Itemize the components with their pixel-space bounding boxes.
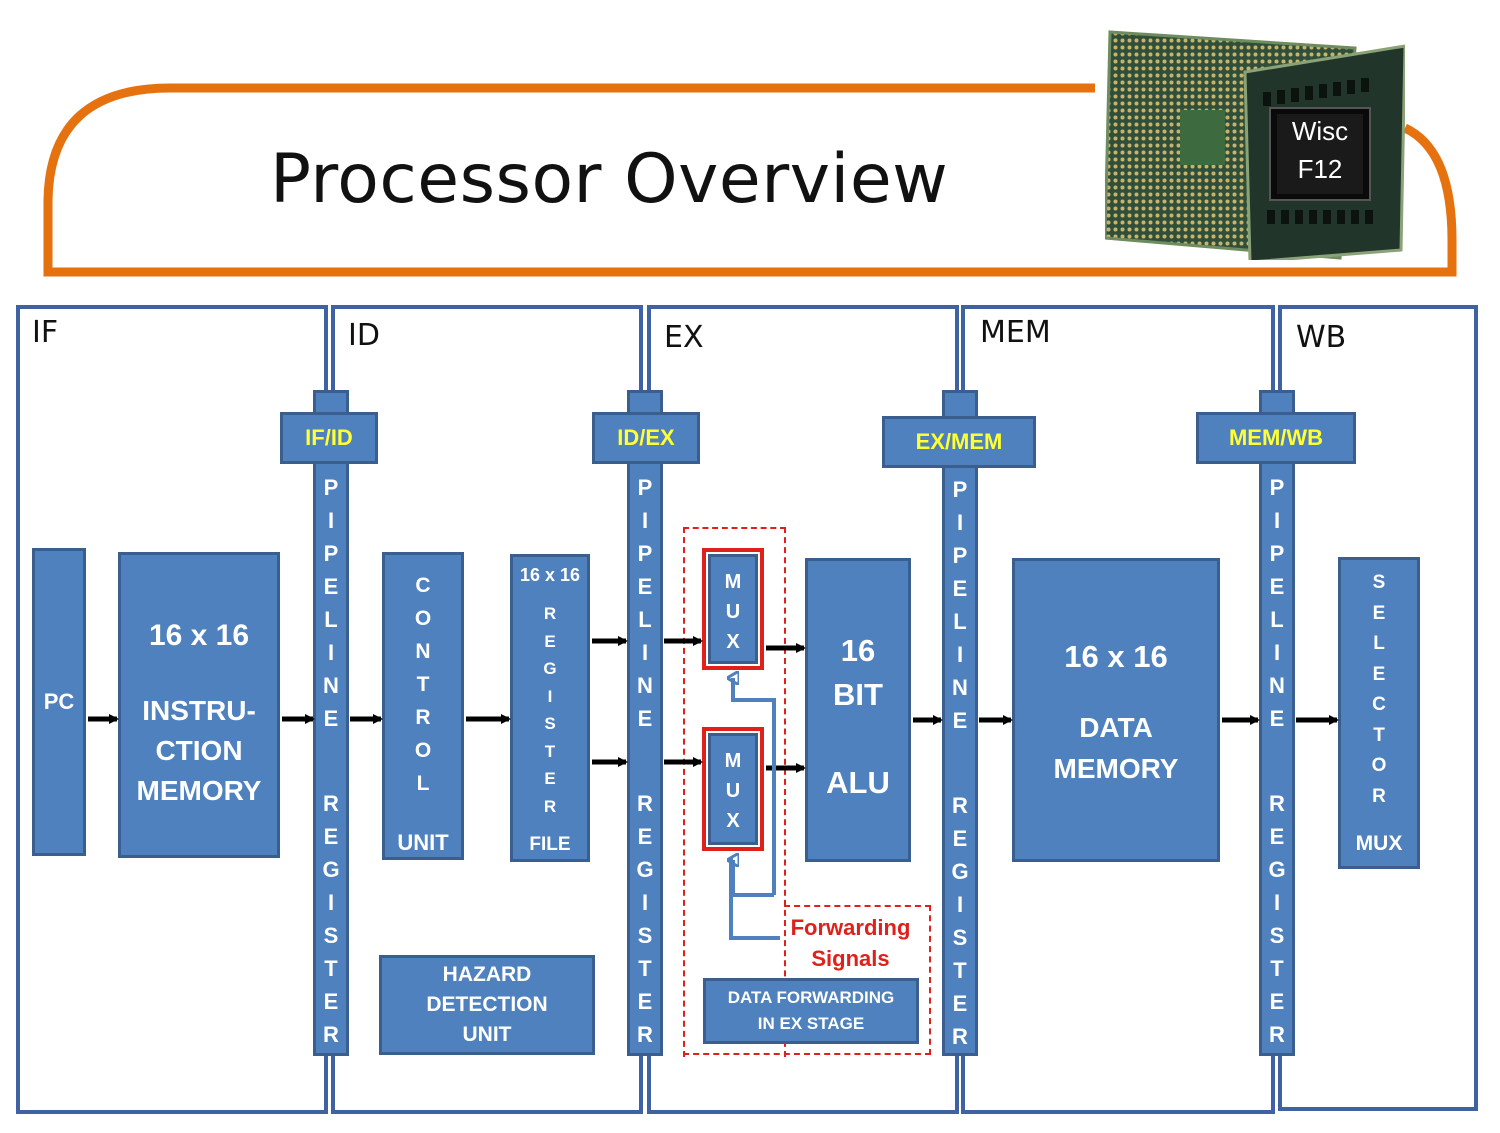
register-word: R E G I S T E R bbox=[1268, 791, 1286, 1047]
page-title: Processor Overview bbox=[270, 140, 949, 219]
header-frame-line bbox=[43, 83, 1457, 277]
alu-block: 16 BIT ALU bbox=[805, 558, 911, 862]
mux-a-highlight bbox=[702, 548, 764, 670]
pipeline-register-if-id: P I P E L I N E R E G I S T E R bbox=[313, 390, 349, 1056]
stage-label-wb: WB bbox=[1296, 320, 1347, 355]
data-memory-label: DATA MEMORY bbox=[1053, 712, 1179, 784]
control-unit-label: UNIT bbox=[397, 830, 449, 855]
chip-graphic bbox=[1103, 30, 1407, 264]
mux-b-block: M U X bbox=[708, 733, 758, 845]
forwarding-region-upper bbox=[683, 527, 786, 1057]
instruction-memory-label: INSTRU- CTION MEMORY bbox=[136, 695, 262, 806]
mux-b-highlight bbox=[702, 727, 764, 851]
forwarding-signals-label: Forwarding Signals bbox=[790, 915, 911, 971]
pipeline-register-id-ex: P I P E L I N E R E G I S T E R bbox=[627, 390, 663, 1056]
chip-image: Wisc F12 bbox=[1103, 30, 1407, 264]
stage-label-ex: EX bbox=[664, 320, 704, 355]
header-frame bbox=[43, 83, 1457, 277]
pipeline-tag-if-id: IF/ID bbox=[280, 412, 378, 464]
selector-word: S E L E C T O R bbox=[1371, 572, 1387, 807]
pipeline-register-ex-mem: P I P E L I N E R E G I S T E R bbox=[942, 390, 978, 1056]
pipeline-word: P I P E L I N E bbox=[952, 477, 968, 733]
forwarding-wire-main bbox=[729, 858, 780, 940]
data-memory-block: 16 x 16 DATA MEMORY bbox=[1012, 558, 1220, 862]
instruction-memory-block: 16 x 16 INSTRU- CTION MEMORY bbox=[118, 552, 280, 858]
stage-label-id: ID bbox=[348, 318, 380, 353]
pipeline-tag-ex-mem: EX/MEM bbox=[882, 416, 1036, 468]
data-memory-size: 16 x 16 bbox=[1064, 639, 1168, 674]
chip-label-line1: Wisc bbox=[1291, 116, 1349, 146]
selector-mux-label: MUX bbox=[1355, 832, 1403, 855]
pipeline-word: P I P E L I N E bbox=[637, 475, 653, 731]
register-file-word: R E G I S T E R bbox=[543, 604, 557, 816]
chip-label-line2: F12 bbox=[1297, 154, 1343, 184]
hazard-detection-unit: HAZARD DETECTION UNIT bbox=[379, 955, 595, 1055]
pipeline-tag-id-ex: ID/EX bbox=[592, 412, 700, 464]
stage-label-if: IF bbox=[32, 315, 59, 350]
register-word: R E G I S T E R bbox=[951, 793, 969, 1049]
data-forwarding-label: DATA FORWARDING IN EX STAGE bbox=[727, 988, 895, 1033]
register-file-size: 16 x 16 bbox=[519, 565, 581, 585]
register-word: R E G I S T E R bbox=[636, 791, 654, 1047]
forwarding-wire-b bbox=[733, 860, 774, 897]
alu-label: 16 BIT ALU bbox=[826, 633, 890, 800]
pipeline-tag-mem-wb: MEM/WB bbox=[1196, 412, 1356, 464]
stage-label-mem: MEM bbox=[980, 315, 1051, 350]
hazard-detection-label: HAZARD DETECTION UNIT bbox=[426, 963, 548, 1046]
control-unit-word: C O N T R O L bbox=[414, 574, 432, 795]
pipeline-register-mem-wb: P I P E L I N E R E G I S T E R bbox=[1259, 390, 1295, 1056]
forwarding-region-lower bbox=[683, 905, 931, 1055]
register-file-block: 16 x 16 R E G I S T E R FILE bbox=[510, 554, 590, 862]
instruction-memory-size: 16 x 16 bbox=[148, 619, 250, 652]
pipeline-word: P I P E L I N E bbox=[1269, 475, 1285, 731]
control-unit-block: C O N T R O L UNIT bbox=[382, 552, 464, 860]
forwarding-wire-a bbox=[733, 678, 776, 895]
register-word: R E G I S T E R bbox=[322, 791, 340, 1047]
forwarding-region-top-step bbox=[784, 905, 931, 907]
pipeline-word: P I P E L I N E bbox=[323, 475, 339, 731]
pc-block: PC bbox=[32, 548, 86, 856]
mux-a-block: M U X bbox=[708, 554, 758, 664]
register-file-label: FILE bbox=[529, 834, 571, 855]
pc-label: PC bbox=[43, 689, 75, 714]
selector-mux-block: S E L E C T O R MUX bbox=[1338, 557, 1420, 869]
data-forwarding-unit: DATA FORWARDING IN EX STAGE bbox=[703, 978, 919, 1044]
